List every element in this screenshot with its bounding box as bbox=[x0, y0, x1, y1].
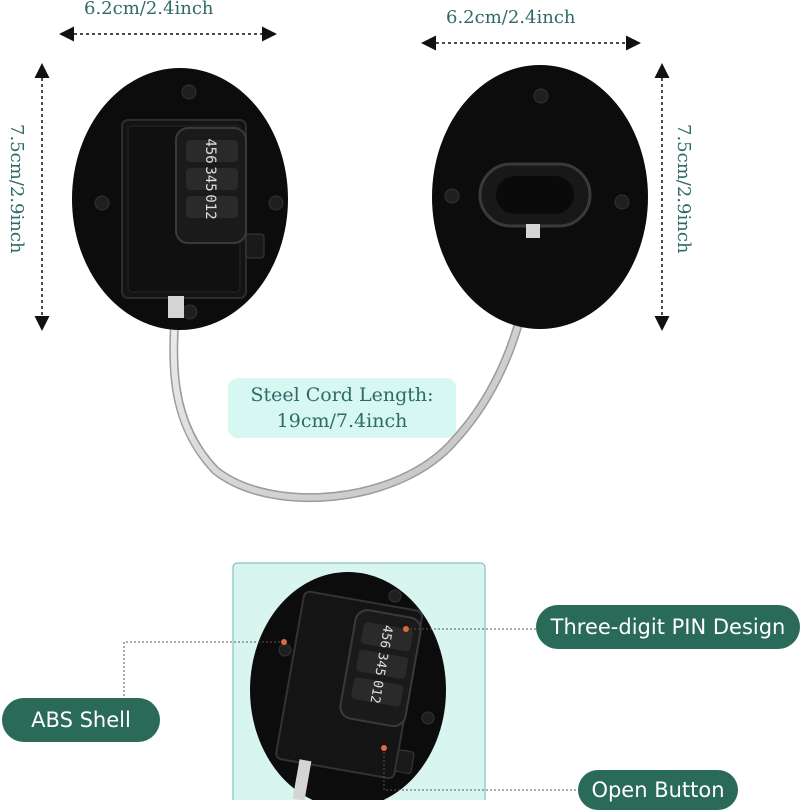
left-height-label: 7.5cm/2.9inch bbox=[6, 124, 27, 254]
right-height-label: 7.5cm/2.9inch bbox=[673, 124, 694, 254]
dimension-arrows bbox=[34, 26, 670, 331]
svg-text:456: 456 bbox=[376, 624, 395, 650]
cord-length-title: Steel Cord Length: bbox=[250, 384, 434, 406]
left-width-label: 6.2cm/2.4inch bbox=[84, 0, 214, 19]
cord-length-label: Steel Cord Length: 19cm/7.4inch bbox=[228, 378, 456, 438]
pin-design-callout: Three-digit PIN Design bbox=[536, 605, 800, 649]
inset-lock-closeup: 456 345 012 bbox=[232, 562, 486, 800]
receiver-unit bbox=[432, 65, 648, 329]
callout-dots bbox=[281, 626, 409, 751]
svg-text:012: 012 bbox=[366, 679, 385, 705]
cord-length-value: 19cm/7.4inch bbox=[276, 410, 408, 432]
svg-text:012: 012 bbox=[202, 194, 218, 219]
abs-shell-callout: ABS Shell bbox=[2, 698, 160, 742]
svg-text:345: 345 bbox=[371, 651, 390, 677]
right-width-label: 6.2cm/2.4inch bbox=[446, 7, 576, 28]
combination-lock-unit: 456 345 012 bbox=[72, 68, 288, 330]
svg-text:456: 456 bbox=[202, 138, 218, 163]
svg-text:345: 345 bbox=[202, 166, 218, 191]
open-button-callout: Open Button bbox=[578, 770, 738, 810]
callout-lines bbox=[123, 628, 580, 791]
